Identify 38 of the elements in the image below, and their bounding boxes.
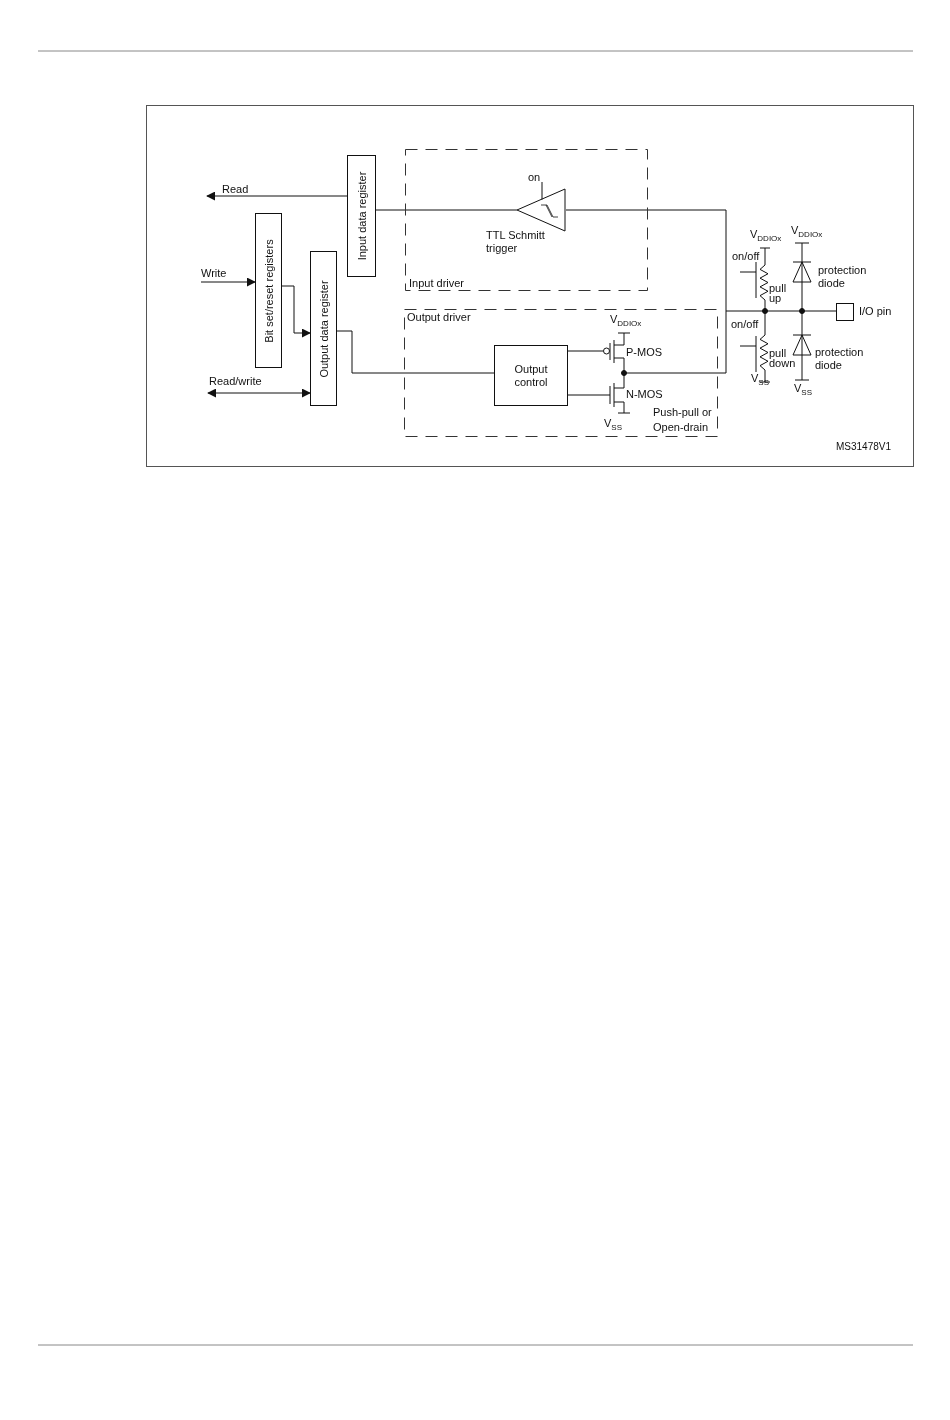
diode-label: protection diode bbox=[818, 264, 868, 290]
connector bbox=[336, 330, 495, 374]
connector bbox=[375, 209, 518, 211]
connector bbox=[206, 191, 348, 201]
edge-label: Write bbox=[201, 267, 227, 280]
connector bbox=[281, 285, 311, 338]
supply-label: V$_{SS}$ bbox=[751, 372, 769, 385]
connector bbox=[565, 209, 837, 312]
supply-label: V$_{DDIOx}$ bbox=[610, 313, 642, 326]
connector bbox=[207, 388, 311, 398]
supply-label: V$_{SS}$ bbox=[794, 382, 812, 395]
supply-label: V$_{DDIOx}$ bbox=[791, 224, 823, 237]
control-block: Output control bbox=[494, 345, 568, 406]
figure-code: MS31478V1 bbox=[836, 440, 892, 453]
enable-label: on bbox=[528, 171, 541, 184]
mode-note: Push-pull or Open-drain bbox=[653, 405, 713, 435]
diode-label: protection diode bbox=[815, 346, 865, 372]
edge-label: Read/write bbox=[209, 375, 262, 388]
group-label: Input driver bbox=[409, 277, 465, 290]
switch-label: on/off bbox=[731, 318, 759, 331]
register-block bbox=[310, 251, 337, 406]
edge-label: Read bbox=[222, 183, 249, 196]
supply-label: V$_{SS}$ bbox=[604, 417, 622, 430]
resistor-label: pull up bbox=[769, 283, 788, 303]
register-block bbox=[347, 155, 376, 277]
register-block bbox=[255, 213, 282, 368]
trigger-label: TTL Schmitt trigger bbox=[486, 229, 546, 255]
group-label: Output driver bbox=[407, 311, 471, 324]
pin-label: I/O pin bbox=[859, 305, 892, 318]
resistor-label: pull down bbox=[769, 348, 797, 368]
switch-label: on/off bbox=[732, 250, 760, 263]
register-label: Input data register bbox=[355, 171, 368, 261]
supply-label: V$_{DDIOx}$ bbox=[750, 228, 782, 241]
transistor-label: P-MOS bbox=[626, 346, 663, 359]
connector bbox=[200, 277, 256, 287]
register-label: Bit set/reset registers bbox=[262, 238, 275, 343]
register-label: Output data register bbox=[317, 279, 330, 378]
transistor-label: N-MOS bbox=[626, 388, 663, 401]
